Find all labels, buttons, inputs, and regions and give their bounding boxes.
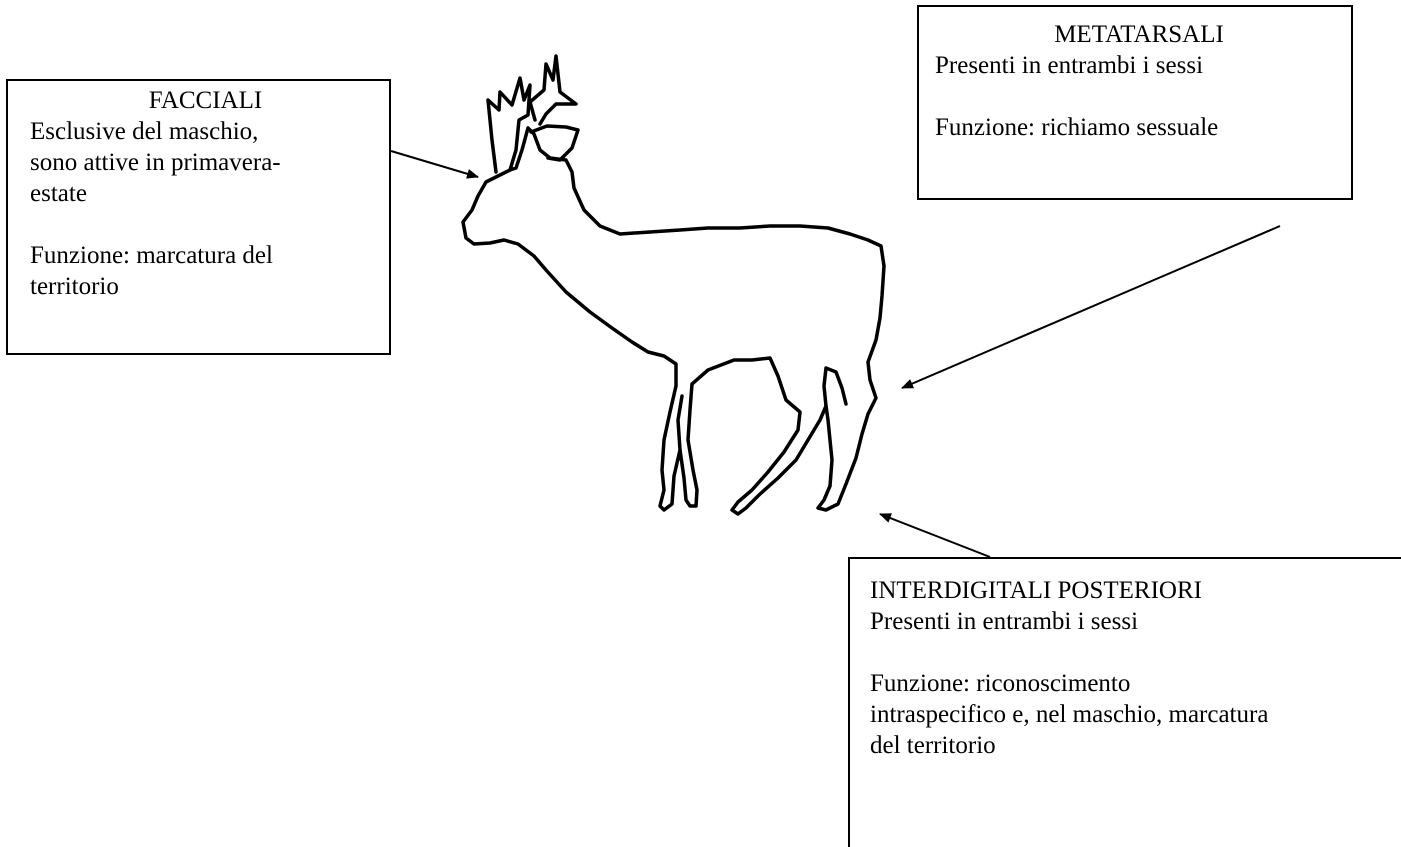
interdigitali-spacer	[870, 637, 1400, 668]
facciali-spacer	[30, 209, 381, 240]
pointer-arrows	[390, 150, 1281, 558]
facciali-line: territorio	[30, 273, 119, 300]
metatarsali-arrow	[901, 225, 1281, 389]
interdigitali-line: intraspecifico e, nel maschio, marcatura	[870, 701, 1269, 728]
facciali-label-box: FACCIALI Esclusive del maschio, sono att…	[6, 79, 391, 355]
interdigitali-line: Funzione: riconoscimento	[870, 670, 1131, 697]
foreleg-inner	[676, 394, 684, 452]
facciali-line: Esclusive del maschio,	[30, 118, 259, 145]
facciali-title: FACCIALI	[148, 87, 263, 114]
metatarsali-label-box: METATARSALI Presenti in entrambi i sessi…	[917, 5, 1353, 200]
facciali-line: Funzione: marcatura del	[30, 242, 273, 269]
interdigitali-line: del territorio	[870, 732, 996, 759]
interdigitali-title: INTERDIGITALI POSTERIORI	[870, 577, 1202, 604]
right-antler	[528, 54, 578, 126]
metatarsali-title: METATARSALI	[1054, 21, 1224, 48]
roe-deer-outline	[461, 54, 886, 516]
interdigitali-arrow	[879, 513, 991, 558]
interdigitali-label-box: INTERDIGITALI POSTERIORI Presenti in ent…	[848, 557, 1401, 847]
left-antler	[486, 76, 532, 174]
hindleg-inner	[822, 366, 848, 408]
facciali-arrow	[390, 150, 479, 179]
metatarsali-line: Presenti in entrambi i sessi	[935, 52, 1204, 79]
metatarsali-spacer	[935, 81, 1343, 112]
metatarsali-line: Funzione: richiamo sessuale	[935, 114, 1219, 141]
body-outline	[461, 126, 886, 516]
facciali-line: estate	[30, 180, 87, 207]
interdigitali-line: Presenti in entrambi i sessi	[870, 608, 1139, 635]
facciali-line: sono attive in primavera-	[30, 149, 281, 176]
